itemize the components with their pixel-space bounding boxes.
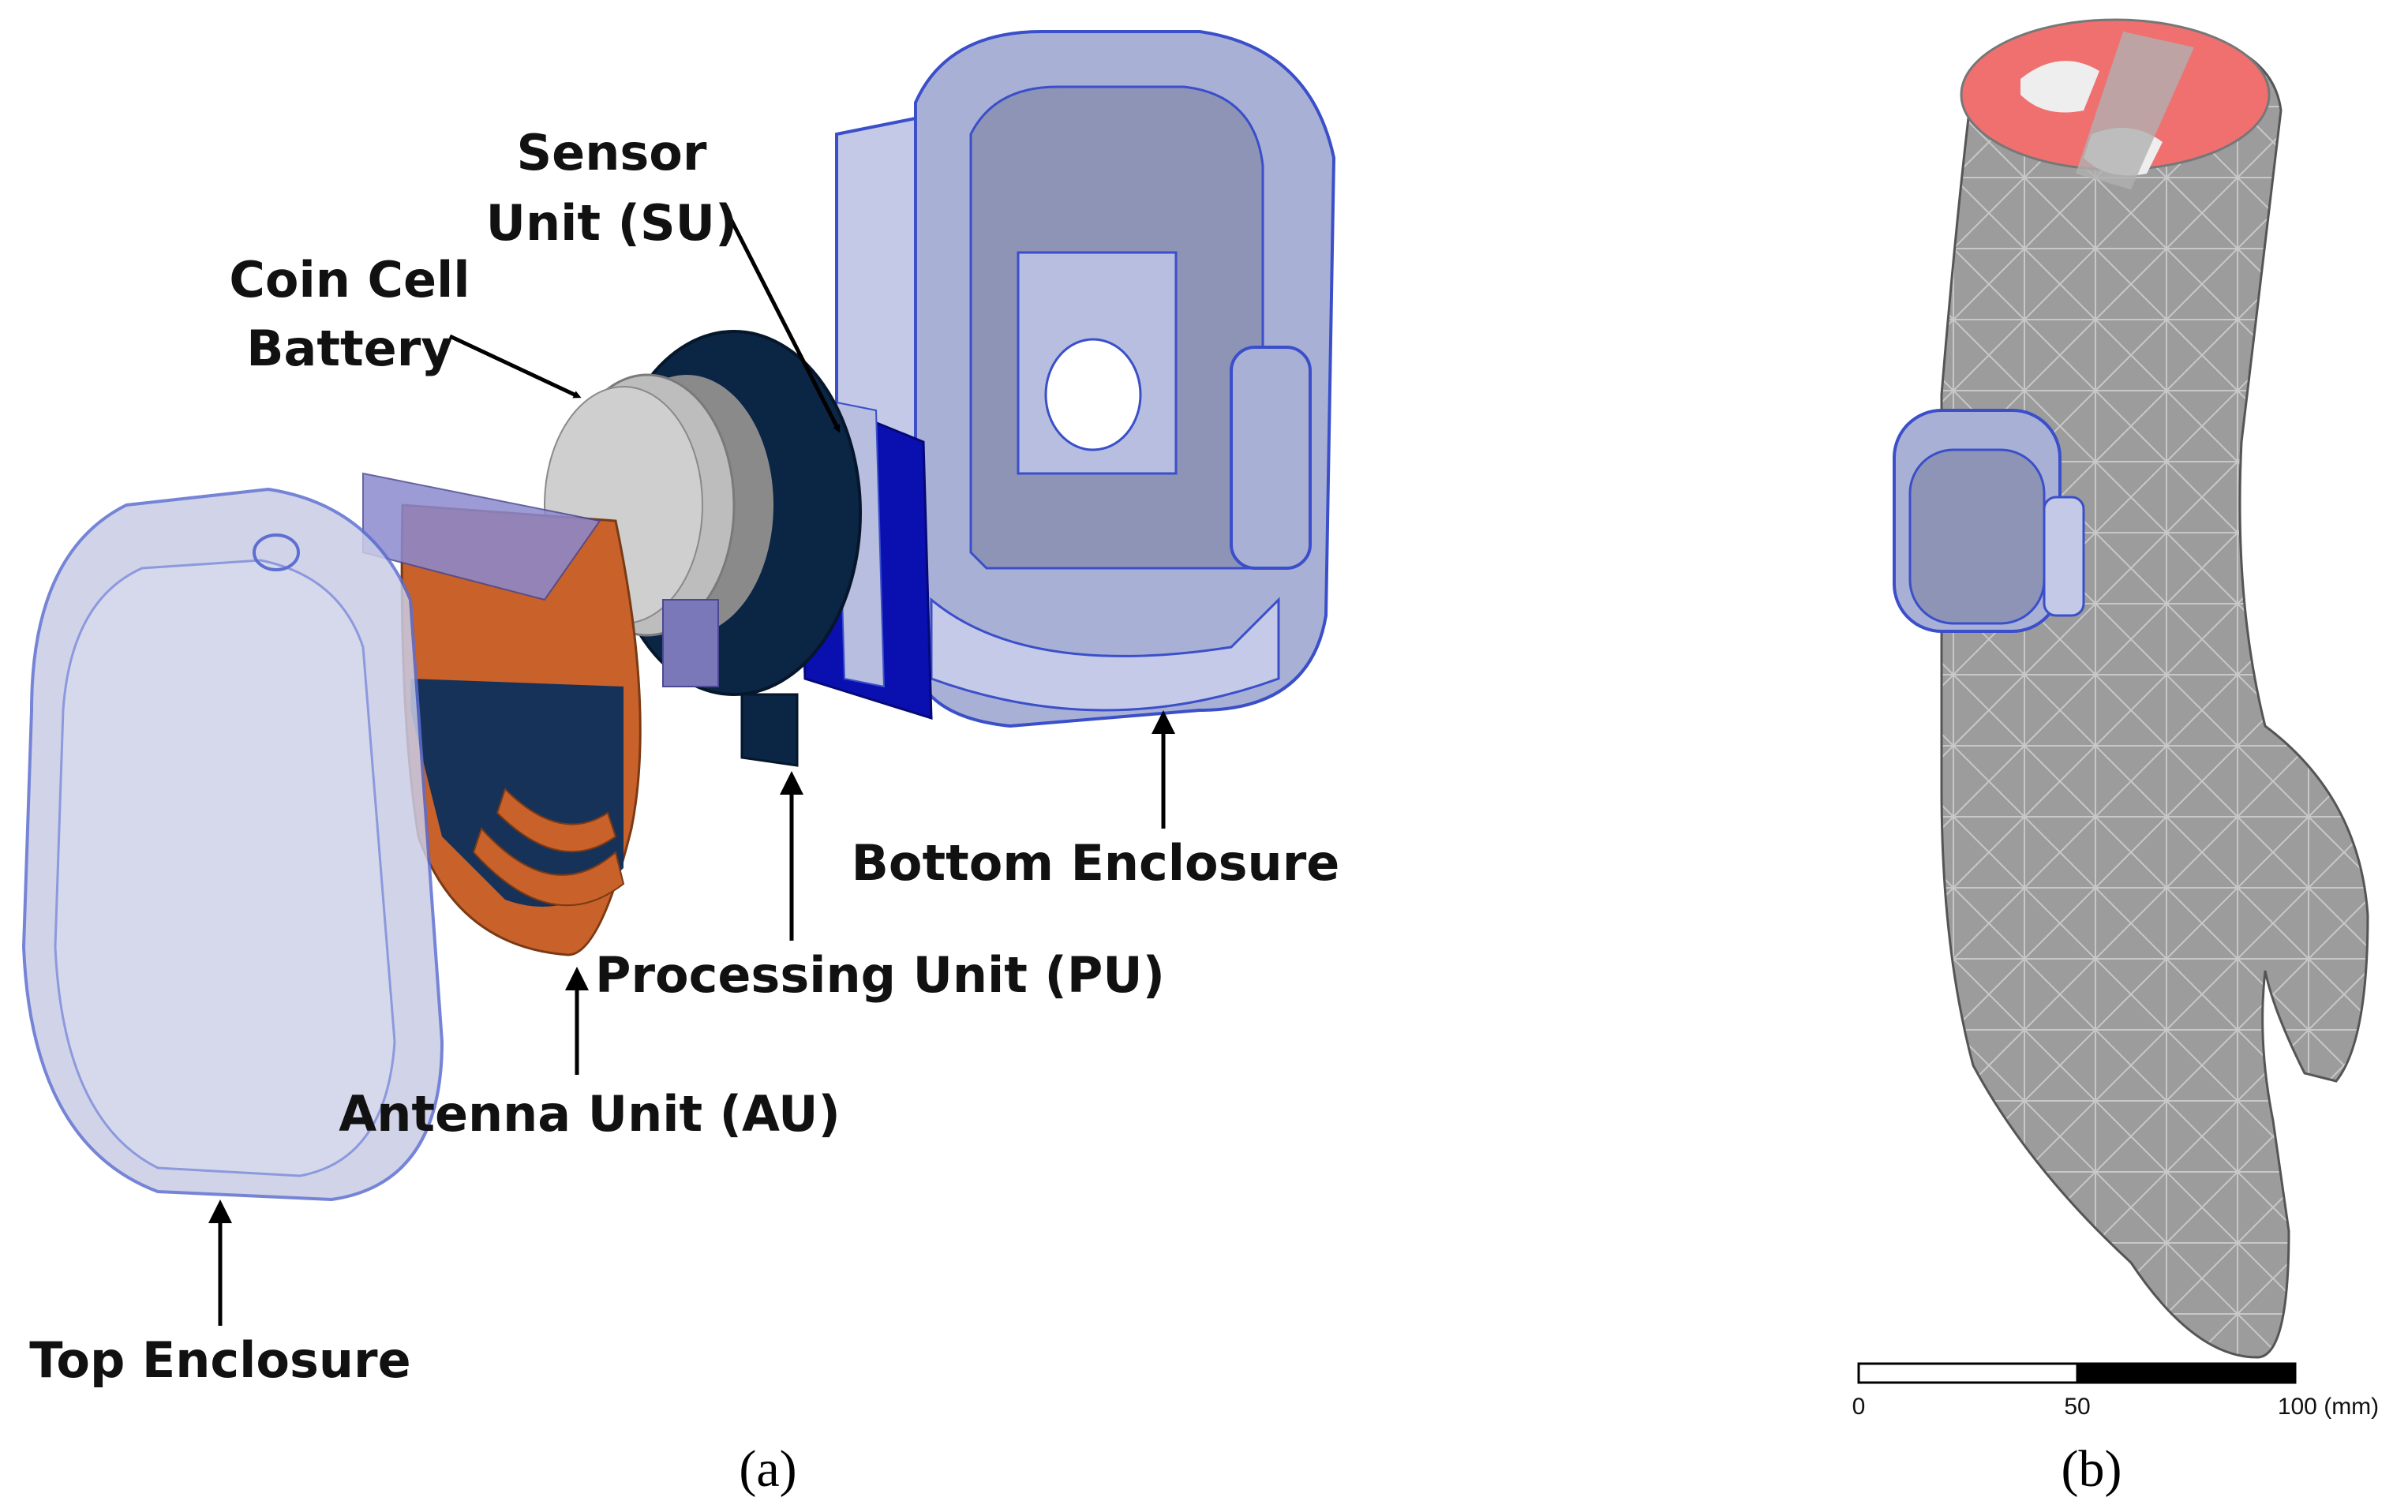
label-coin-cell-line1: Coin Cell: [229, 251, 470, 309]
scale-tick-50: 50: [2064, 1394, 2090, 1420]
label-coin-cell-line2: Battery: [246, 320, 452, 377]
arm-mesh-model: [1940, 18, 2369, 1359]
antenna-unit-model: [362, 472, 642, 956]
scale-bar: 0 50 100 (mm): [1852, 1362, 2379, 1420]
panel-b-caption: (b): [2062, 1440, 2122, 1498]
coin-cell-arrow: [448, 334, 582, 399]
label-top-enclosure: Top Enclosure: [29, 1331, 410, 1389]
panel-a-caption: (a): [739, 1440, 796, 1498]
label-sensor-line2: Unit (SU): [486, 194, 738, 252]
panel-a: Sensor Unit (SU) Coin Cell Battery Botto…: [21, 30, 1340, 1498]
label-processing-unit: Processing Unit (PU): [595, 946, 1165, 1004]
scale-tick-0: 0: [1852, 1394, 1866, 1420]
label-antenna-unit: Antenna Unit (AU): [339, 1085, 841, 1143]
bottom-enclosure-model: [835, 30, 1336, 728]
top-enclosure-model: [21, 487, 444, 1202]
label-bottom-enclosure: Bottom Enclosure: [852, 834, 1340, 892]
sensor-arrow: [722, 205, 841, 433]
label-sensor-line1: Sensor: [517, 124, 707, 182]
worn-device-model: [1893, 409, 2085, 633]
panel-b: 0 50 100 (mm) (b): [1852, 18, 2379, 1498]
scale-tick-100: 100 (mm): [2278, 1394, 2379, 1420]
